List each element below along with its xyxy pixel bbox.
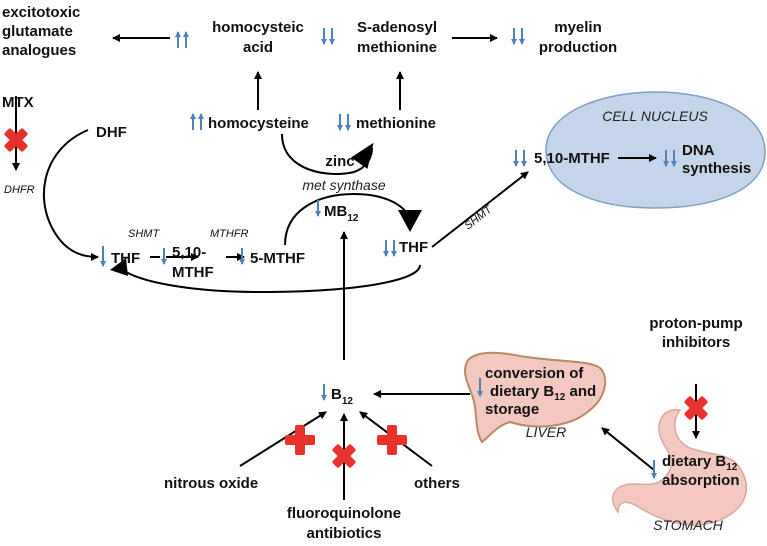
dna-label-1: DNA xyxy=(682,142,715,159)
dhf-label: DHF xyxy=(96,124,127,141)
thf-return-curve xyxy=(119,264,421,294)
excitotoxic-label-1: excitotoxic xyxy=(2,4,80,21)
stomach-text-1: dietary B12 xyxy=(662,453,738,473)
nitrous-arrow xyxy=(239,411,327,467)
shmt-right-label: SHMT xyxy=(462,203,495,232)
homocysteine-up-indicator-icon xyxy=(190,113,204,130)
dhf-to-thf-arrow xyxy=(42,129,99,261)
others-inhibit-icon xyxy=(377,425,407,455)
homocysteic-label-1: homocysteic xyxy=(212,19,304,36)
liver-text-1: conversion of xyxy=(485,365,584,382)
thf-right-down-indicator-icon xyxy=(383,240,397,257)
ppi-label-1: proton-pump xyxy=(649,315,742,332)
met-synthase-head xyxy=(398,210,422,232)
nitrous-inhibit-icon xyxy=(285,425,315,455)
mb12-label: MB12 xyxy=(324,203,359,224)
liver-label: LIVER xyxy=(526,424,566,440)
stomach-label: STOMACH xyxy=(653,517,724,533)
methionine-label: methionine xyxy=(356,115,436,132)
thf-right-label: THF xyxy=(399,239,428,256)
dna-down-indicator-icon xyxy=(663,150,677,167)
others-label: others xyxy=(414,475,460,492)
liver-text-2: dietary B12 and xyxy=(490,383,596,403)
fluoro-label-1: fluoroquinolone xyxy=(287,505,401,522)
excitotoxic-label-2: glutamate xyxy=(2,23,73,40)
cell-nucleus-label: CELL NUCLEUS xyxy=(602,108,708,124)
mthf-510-label-2: MTHF xyxy=(172,264,214,281)
homocysteic-label-2: acid xyxy=(243,39,273,56)
zinc-label: zinc xyxy=(325,153,354,170)
excitotoxic-label-3: analogues xyxy=(2,42,76,59)
dna-label-2: synthesis xyxy=(682,160,751,177)
sam-label-2: methionine xyxy=(357,39,437,56)
thf-left-label: THF xyxy=(111,250,140,267)
nucleus-mthf-down-indicator-icon xyxy=(513,150,527,167)
zinc-curve-right xyxy=(353,147,373,173)
fluoro-label-2: antibiotics xyxy=(306,525,381,542)
stomach-shape xyxy=(611,409,748,526)
mtx-label: MTX xyxy=(2,94,34,111)
liver-text-3: storage xyxy=(485,401,539,418)
myelin-label-2: production xyxy=(539,39,617,56)
methionine-down-indicator-icon xyxy=(337,114,351,131)
mthf-5-label: 5-MTHF xyxy=(250,250,305,267)
dhfr-label: DHFR xyxy=(4,184,35,196)
homocysteic-up-indicator-icon xyxy=(175,31,189,48)
ppi-label-2: inhibitors xyxy=(662,334,730,351)
thf-return-head xyxy=(110,258,128,276)
shmt-left-label: SHMT xyxy=(128,228,160,240)
homocysteine-label: homocysteine xyxy=(208,115,309,132)
nitrous-label: nitrous oxide xyxy=(164,475,258,492)
cell-nucleus-shape xyxy=(545,91,766,209)
b12-label: B12 xyxy=(331,386,353,407)
nucleus-mthf-label: 5,10-MTHF xyxy=(534,150,610,167)
stomach-to-liver-arrow xyxy=(601,427,655,471)
mthf-510-label-1: 5,10- xyxy=(172,244,206,261)
sam-down-indicator-icon xyxy=(321,28,335,45)
met-synthase-label: met synthase xyxy=(302,177,385,193)
sam-label-1: S-adenosyl xyxy=(357,19,437,36)
met-synthase-curve xyxy=(284,192,411,246)
liver-shape xyxy=(464,351,607,444)
myelin-down-indicator-icon xyxy=(511,28,525,45)
shmt-to-nucleus-arrow xyxy=(431,171,529,248)
zinc-curve-left xyxy=(281,133,355,175)
stomach-text-2: absorption xyxy=(662,472,740,489)
mthfr-label: MTHFR xyxy=(210,228,249,240)
myelin-label-1: myelin xyxy=(554,19,602,36)
